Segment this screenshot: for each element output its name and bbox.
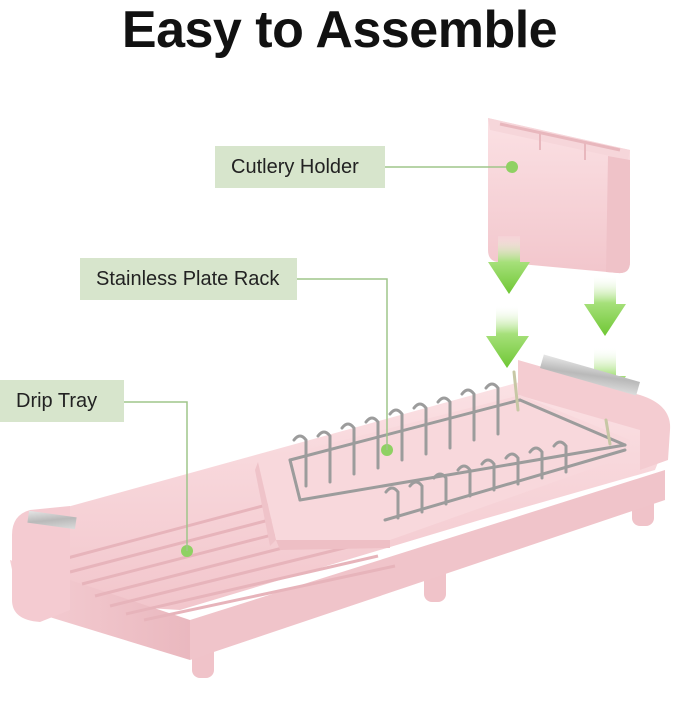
page-title: Easy to Assemble [121,1,558,59]
drip-tray-label: Drip Tray [0,380,124,422]
cutlery-holder-label: Cutlery Holder [215,146,385,188]
callout-leaders [124,166,512,551]
cutlery-holder [488,118,630,274]
plate-rack-label: Stainless Plate Rack [80,258,297,300]
stainless-plate-rack [288,370,627,522]
callout-dot [506,161,518,173]
plate-tray [255,395,630,550]
